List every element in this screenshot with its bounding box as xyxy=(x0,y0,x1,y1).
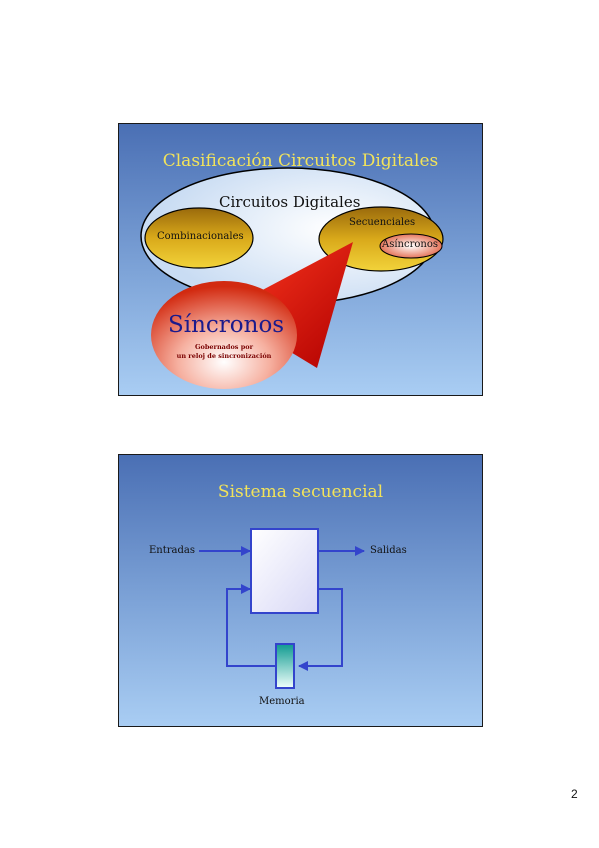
sequential-label: Secuenciales xyxy=(349,217,416,228)
input-label: Entradas xyxy=(149,545,195,556)
sequential-system-diagram xyxy=(199,528,365,689)
page-number: 2 xyxy=(571,787,578,801)
async-ellipse xyxy=(379,233,443,259)
memory-block xyxy=(275,643,295,689)
sync-title: Síncronos xyxy=(168,312,285,338)
sync-description-line2: un reloj de sincronización xyxy=(176,352,272,360)
sync-description-line1: Gobernados por xyxy=(194,343,254,351)
slide-classification: Clasificación Circuitos Digitales xyxy=(118,123,483,396)
slide-title: Sistema secuencial xyxy=(217,482,384,502)
output-feedback-line xyxy=(298,588,343,671)
output-label: Salidas xyxy=(370,545,407,556)
async-label: Asíncronos xyxy=(382,239,438,250)
combinational-ellipse xyxy=(144,207,254,269)
classification-diagram xyxy=(140,167,444,389)
sync-callout-pointer xyxy=(223,242,353,368)
input-feedback-line xyxy=(226,584,276,667)
slide-title: Clasificación Circuitos Digitales xyxy=(162,151,439,171)
combinational-logic-block xyxy=(250,528,319,614)
combinational-label: Combinacionales xyxy=(157,231,244,242)
slide-sequential-system: Sistema secuencial Entradas Salidas Memo… xyxy=(118,454,483,727)
sync-ellipse xyxy=(151,281,297,389)
memory-label: Memoria xyxy=(259,696,305,707)
outer-label: Circuitos Digitales xyxy=(219,193,361,211)
